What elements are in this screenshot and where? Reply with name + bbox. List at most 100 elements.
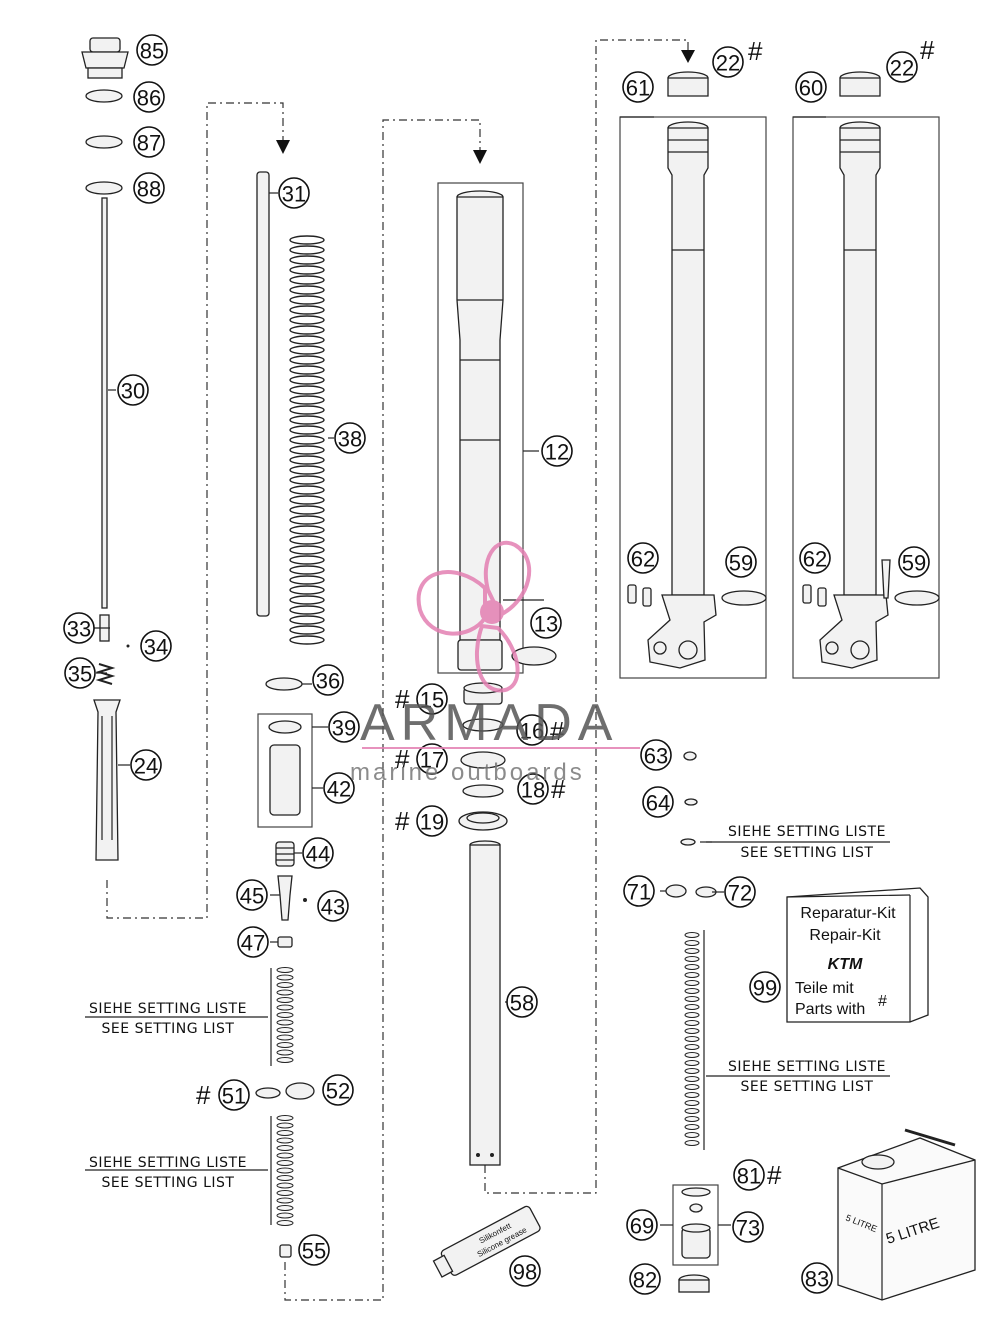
svg-text:39: 39 — [332, 716, 356, 741]
svg-text:83: 83 — [805, 1267, 829, 1292]
setting-note-left-lower: SIEHE SETTING LISTE SEE SETTING LIST — [85, 1155, 268, 1191]
kit-line3: Teile mit — [795, 980, 854, 997]
arrow-head-2 — [473, 150, 487, 164]
callout-38: 38 — [334, 422, 366, 454]
shim-washer — [276, 1004, 294, 1011]
svg-text:44: 44 — [306, 842, 330, 867]
spring-coil — [289, 315, 325, 325]
armada-watermark: ARMADA marine outboards — [350, 540, 640, 786]
hash-51: # — [196, 1080, 211, 1110]
shim-washer — [276, 1175, 294, 1181]
svg-text:59: 59 — [729, 551, 753, 576]
assembly-line-right — [484, 39, 689, 1194]
shim-washer — [276, 1190, 294, 1196]
ring-18 — [462, 784, 504, 798]
hash-15: # — [395, 684, 410, 714]
frame-60 — [792, 116, 940, 679]
svg-text:43: 43 — [321, 895, 345, 920]
ring-16 — [462, 718, 504, 732]
callout-39: 39 — [328, 711, 360, 743]
ring-39 — [268, 720, 302, 734]
bolts-62-left — [627, 584, 652, 607]
shim-washer — [276, 1220, 294, 1226]
washer-88 — [85, 181, 123, 195]
arrow-head-1 — [276, 140, 290, 154]
callout-31: 31 — [278, 177, 310, 209]
svg-text:34: 34 — [144, 635, 168, 660]
callout-82: 82 — [629, 1263, 661, 1295]
ring-51 — [255, 1087, 281, 1099]
spring-coil — [289, 305, 325, 315]
repair-kit-box: Reparatur-Kit Repair-Kit KTM Teile mit P… — [786, 887, 929, 1023]
svg-text:82: 82 — [633, 1268, 657, 1293]
shim-washer — [684, 932, 700, 938]
shim-washer — [276, 1197, 294, 1204]
setting-en-4: SEE SETTING LIST — [741, 1079, 874, 1095]
assembly-line-middle — [284, 119, 481, 1301]
svg-text:69: 69 — [630, 1214, 654, 1239]
setting-de-4: SIEHE SETTING LISTE — [728, 1059, 886, 1075]
spring-coil — [289, 595, 325, 605]
shim-washer — [276, 997, 294, 1003]
spring-coil — [289, 285, 325, 295]
spring-coil — [289, 245, 325, 255]
spring-coil — [289, 345, 325, 355]
hash-22-right: # — [920, 35, 935, 65]
svg-text:51: 51 — [222, 1084, 246, 1109]
shim-washer — [276, 1130, 294, 1136]
spring-coil — [289, 375, 325, 385]
shim-washer — [276, 974, 294, 981]
callout-47: 47 — [237, 926, 269, 958]
shim-washer — [684, 988, 700, 994]
shim-washer — [684, 1116, 700, 1122]
shim-washer — [276, 1122, 294, 1129]
callout-44: 44 — [302, 837, 334, 869]
hash-19: # — [395, 806, 410, 836]
callout-43: 43 — [317, 890, 349, 922]
callout-35: 35 — [64, 657, 96, 689]
spring-coil — [289, 505, 325, 515]
shim-washer — [684, 964, 700, 970]
callout-36: 36 — [312, 664, 344, 696]
shim-washer — [276, 1019, 294, 1026]
svg-text:12: 12 — [545, 440, 569, 465]
callout-22-left: 22 — [712, 46, 744, 78]
spring-coil — [289, 555, 325, 565]
callout-19: 19 — [416, 805, 448, 837]
spring-coil — [289, 235, 325, 245]
oring-59-right — [894, 590, 940, 606]
propeller-logo — [416, 540, 532, 693]
spring-coil — [289, 325, 325, 335]
svg-text:61: 61 — [626, 76, 650, 101]
spring-coil — [289, 485, 325, 495]
callout-69: 69 — [626, 1209, 658, 1241]
shim-washer — [684, 980, 700, 986]
setting-de-2: SIEHE SETTING LISTE — [89, 1155, 247, 1171]
shim-washer — [684, 948, 700, 954]
svg-text:86: 86 — [137, 86, 161, 111]
svg-text:62: 62 — [631, 547, 655, 572]
cartridge-tube-24 — [93, 699, 121, 861]
spring-coil — [289, 395, 325, 405]
piston-52 — [285, 1082, 315, 1100]
callout-73: 73 — [732, 1211, 764, 1243]
bolts-62-right — [802, 584, 827, 607]
shim-washer — [684, 1108, 700, 1114]
shim-washer — [684, 940, 700, 946]
spring-coil — [289, 455, 325, 465]
valve-45 — [277, 875, 293, 921]
callout-13: 13 — [530, 607, 562, 639]
callout-24: 24 — [130, 749, 162, 781]
callout-86: 86 — [133, 81, 165, 113]
svg-text:98: 98 — [513, 1260, 537, 1285]
spring-coil — [289, 385, 325, 395]
svg-text:87: 87 — [137, 131, 161, 156]
callout-15: 15 — [416, 683, 448, 715]
ring-64 — [684, 798, 698, 806]
oil-can-83: 5 LITRE 5 LITRE — [837, 1128, 976, 1301]
hash-81: # — [767, 1160, 782, 1190]
svg-text:72: 72 — [728, 881, 752, 906]
shim-washer — [684, 1012, 700, 1018]
svg-text:16: 16 — [520, 719, 544, 744]
